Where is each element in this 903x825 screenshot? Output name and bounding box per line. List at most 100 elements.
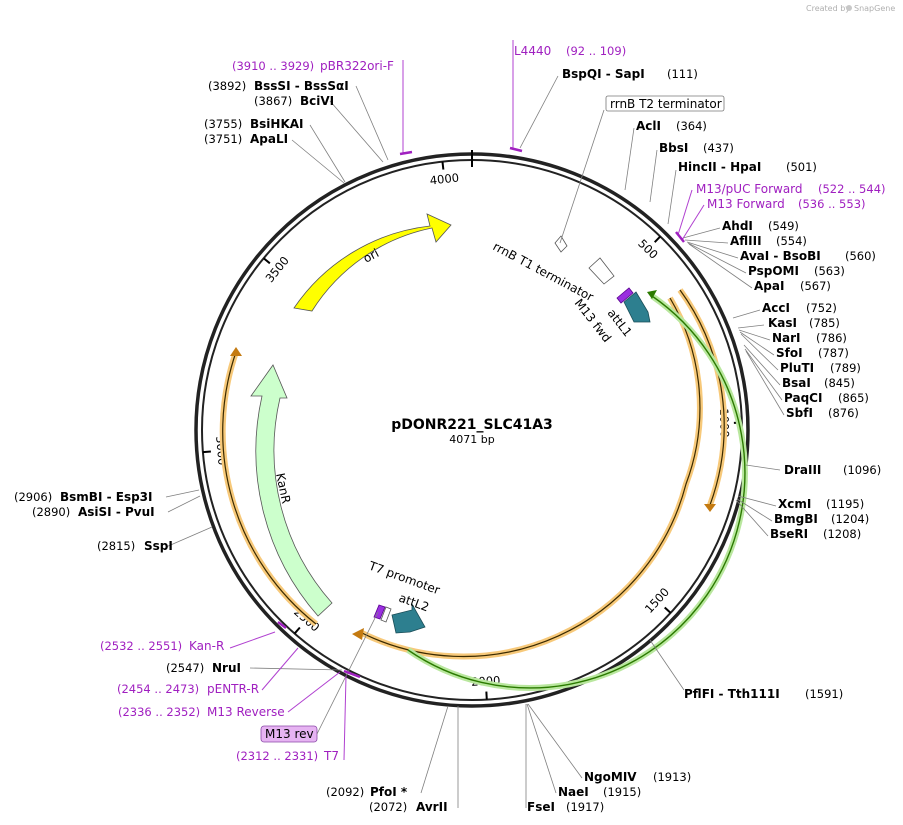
rrnb-t1-feature (588, 257, 615, 285)
enzyme-hincii: HincII - HpaI (678, 160, 761, 174)
enzyme-nrui: NruI (212, 661, 241, 675)
enzyme-ngomiv: NgoMIV (584, 770, 637, 784)
enzyme-fsei-pos: (1917) (566, 800, 604, 814)
leader-bsmbi (165, 489, 200, 498)
leader-bcivi (329, 100, 384, 163)
primer-m13-forward: M13 Forward (707, 197, 785, 211)
leader-naei (526, 703, 557, 794)
enzyme-asisi: AsiSI - PvuI (78, 505, 155, 519)
leader-ahdi (682, 227, 721, 239)
enzyme-apai: ApaI (754, 279, 784, 293)
tick-mark-4000 (441, 161, 445, 170)
enzyme-bsihkai-pos: (3755) (204, 117, 242, 131)
enzyme-kasi: KasI (768, 316, 797, 330)
mark-m13-forward (675, 231, 685, 243)
leader-sspi (165, 526, 213, 548)
leader-pflfi (649, 639, 685, 691)
enzyme-pspomi-pos: (563) (814, 264, 845, 278)
primer-pbr322-range: (3910 .. 3929) (232, 59, 314, 73)
enzyme-naei: NaeI (558, 785, 589, 799)
orange-feature-outer (679, 289, 725, 506)
mark-pbr322 (399, 150, 413, 156)
primer-labels: L4440 (92 .. 109) M13/pUC Forward (522 .… (100, 44, 886, 763)
leader-kanr-primer (229, 631, 276, 649)
orange-feature-outer-arrowhead (704, 504, 716, 512)
enzyme-xcmi-pos: (1195) (826, 497, 864, 511)
enzyme-bspqi-pos: (111) (667, 67, 698, 81)
enzyme-nari-pos: (786) (816, 331, 847, 345)
tick-mark-3000 (202, 450, 211, 454)
enzyme-bbsi: BbsI (659, 141, 688, 155)
snapgene-logo-icon (846, 5, 852, 11)
ori-feature (293, 213, 452, 312)
enzyme-bsssi-pos: (3892) (208, 79, 246, 93)
primer-l4440-range: (92 .. 109) (566, 44, 626, 58)
kanr-feature (250, 364, 333, 617)
tick-label-4000: 4000 (429, 170, 460, 187)
enzyme-bcivi: BciVI (300, 94, 334, 108)
enzyme-draiii: DraIII (784, 463, 821, 477)
leader-sfoi (739, 331, 775, 356)
enzyme-pflfi: PflFI - Tth111I (684, 687, 780, 701)
orange-feature-long (359, 297, 701, 658)
primer-kanr-range: (2532 .. 2551) (100, 639, 182, 653)
rrnb-t2-label: rrnB T2 terminator (610, 97, 722, 111)
enzyme-avai-pos: (560) (845, 249, 876, 263)
leader-m13-puc-forward (677, 189, 693, 236)
primer-m13-reverse: M13 Reverse (207, 705, 285, 719)
leader-nari (738, 329, 771, 341)
plasmid-size: 4071 bp (449, 433, 494, 446)
leader-sbfi (745, 350, 785, 416)
leader-t7 (343, 675, 347, 761)
primer-m13-puc-forward-range: (522 .. 544) (818, 182, 886, 196)
m13-rev-feature (373, 604, 386, 620)
tick-mark-3500 (263, 257, 271, 265)
tick-label-3500: 3500 (262, 254, 291, 285)
rrnb-t2-feature (554, 235, 568, 253)
enzyme-sspi: SspI (144, 539, 173, 553)
mark-kanr-primer (277, 621, 287, 629)
attl2-feature (391, 602, 426, 634)
primer-m13-forward-range: (536 .. 553) (798, 197, 866, 211)
leader-acci (732, 309, 761, 319)
primer-t7: T7 (323, 749, 339, 763)
rrnb-t1-label: rrnB T1 terminator (491, 239, 596, 304)
leader-apali (291, 139, 345, 184)
enzyme-sspi-pos: (2815) (97, 539, 135, 553)
enzyme-sfoi: SfoI (776, 346, 803, 360)
leader-bsai (743, 344, 781, 386)
plasmid-name: pDONR221_SLC41A3 (391, 417, 553, 433)
orange-feature-left (222, 351, 317, 625)
enzyme-labels: BspQI - SapI (111) AclI (364) BbsI (437)… (14, 67, 881, 814)
tick-mark-500 (653, 235, 662, 243)
primer-t7-range: (2312 .. 2331) (236, 749, 318, 763)
enzyme-apali-pos: (3751) (204, 132, 242, 146)
leader-afliii (684, 239, 729, 244)
enzyme-pspomi: PspOMI (748, 264, 799, 278)
leader-avai (686, 241, 739, 259)
primer-m13-puc-forward: M13/pUC Forward (696, 182, 803, 196)
enzyme-sbfi-pos: (876) (828, 406, 859, 420)
primer-leaders (229, 40, 705, 761)
leader-asisi (167, 495, 201, 513)
leader-pspomi (687, 242, 747, 274)
enzyme-bbsi-pos: (437) (703, 141, 734, 155)
enzyme-bsmbi: BsmBI - Esp3I (60, 490, 153, 504)
primer-pentr-r-range: (2454 .. 2473) (117, 682, 199, 696)
enzyme-leaders (165, 75, 785, 808)
enzyme-paqci-pos: (865) (838, 391, 869, 405)
enzyme-nari: NarI (772, 331, 801, 345)
leader-pentr-r (261, 647, 299, 691)
enzyme-acci: AccI (762, 301, 790, 315)
leader-draiii (745, 464, 781, 471)
enzyme-avrii: AvrII (416, 800, 448, 814)
enzyme-apai-pos: (567) (800, 279, 831, 293)
enzyme-pfoi-pos: (2092) (326, 785, 364, 799)
leader-kasi (737, 324, 765, 329)
leader-bmgbi (736, 498, 773, 522)
primer-l4440: L4440 (514, 44, 551, 58)
leader-bsssi (355, 85, 389, 161)
enzyme-naei-pos: (1915) (603, 785, 641, 799)
leader-paqci (744, 348, 783, 401)
